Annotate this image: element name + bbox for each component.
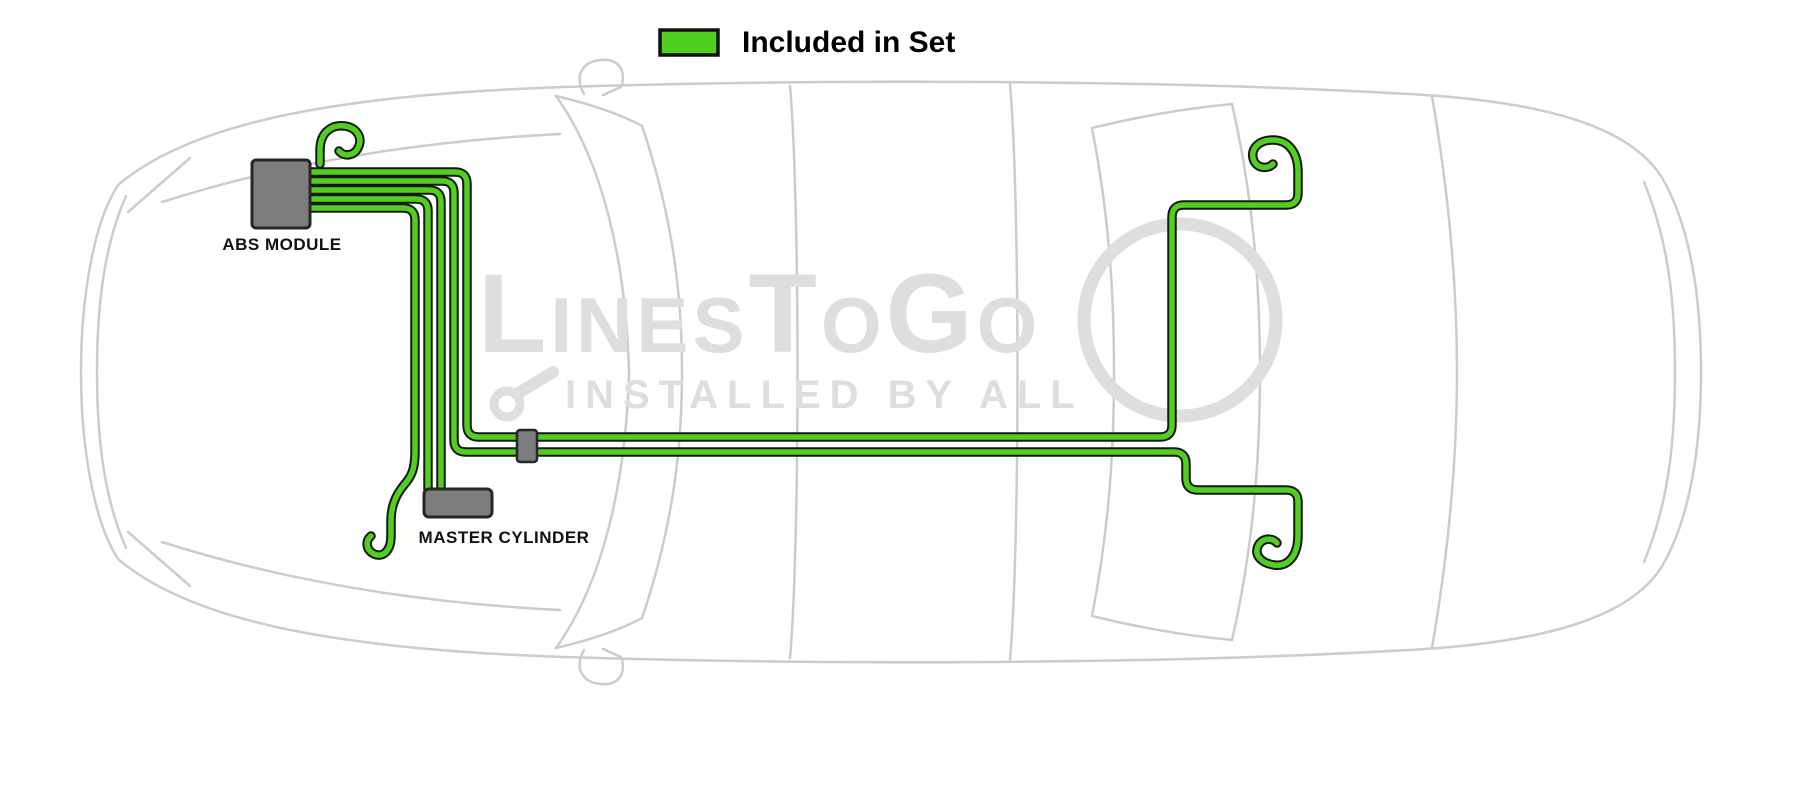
wrench-icon bbox=[489, 366, 559, 422]
headlight-line-bottom bbox=[126, 530, 192, 588]
watermark: LinesToGo INSTALLED BY ALL bbox=[478, 217, 1283, 423]
legend-label: Included in Set bbox=[742, 26, 955, 59]
c-pillar-bottom bbox=[1090, 614, 1234, 642]
door-seam-front bbox=[788, 84, 799, 660]
watermark-tagline-text: INSTALLED BY ALL bbox=[565, 373, 1084, 417]
abs-module-box bbox=[250, 158, 312, 230]
roof-front-edge bbox=[640, 124, 684, 620]
a-pillar-top bbox=[554, 94, 644, 128]
rear-bumper-line bbox=[1642, 180, 1677, 564]
windshield-leading-edge bbox=[554, 94, 631, 650]
watermark-ring bbox=[1077, 217, 1283, 423]
abs-module-label: ABS MODULE bbox=[222, 235, 341, 254]
mirror-top bbox=[578, 58, 625, 97]
a-pillar-bottom bbox=[554, 616, 644, 650]
front-bumper-line bbox=[95, 194, 128, 550]
door-seam-rear bbox=[1008, 82, 1019, 662]
watermark-brand-text: LinesToGo bbox=[478, 251, 1041, 376]
car-outline bbox=[79, 58, 1703, 686]
master-cylinder-box bbox=[422, 487, 494, 519]
brake-line-front-curl bbox=[310, 208, 415, 555]
wrench-handle bbox=[511, 366, 559, 400]
c-pillar-top bbox=[1090, 102, 1234, 130]
car-body-outline bbox=[79, 80, 1703, 664]
hood-crease-bottom bbox=[160, 540, 562, 612]
legend: Included in Set bbox=[658, 26, 955, 59]
wrench-head bbox=[489, 386, 525, 422]
roof-rear-edge bbox=[1090, 126, 1116, 618]
headlight-line-top bbox=[126, 156, 192, 214]
mirror-bottom bbox=[578, 647, 625, 686]
brake-line-front-curl-core bbox=[310, 208, 415, 555]
master-cylinder-label: MASTER CYLINDER bbox=[419, 528, 590, 547]
line-clip bbox=[515, 428, 539, 464]
legend-swatch bbox=[658, 28, 720, 57]
trunk-seam bbox=[1430, 94, 1459, 650]
hood-crease-top bbox=[160, 132, 562, 204]
